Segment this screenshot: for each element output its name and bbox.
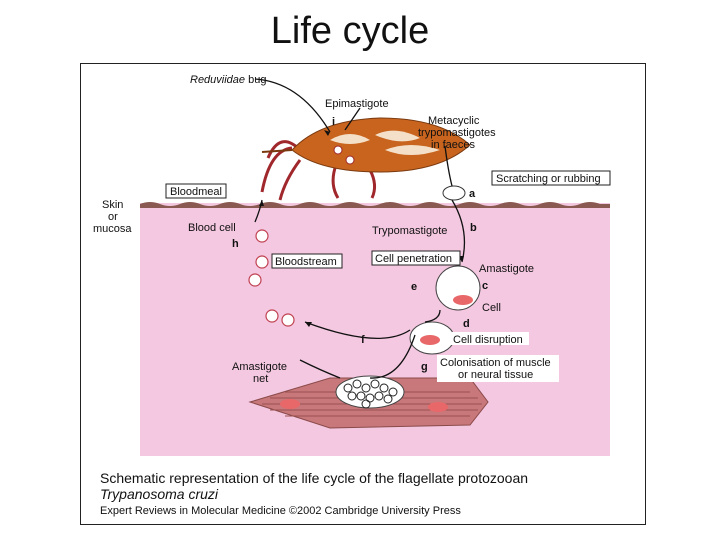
step-letter-f: f [361, 334, 365, 346]
amastigote-net [335, 375, 405, 409]
skin-label-2: or [108, 211, 118, 223]
caption-line-3: Expert Reviews in Molecular Medicine ©20… [100, 505, 461, 517]
step-letter-b: b [470, 222, 477, 234]
amastigote-net-label-1: Amastigote [232, 361, 287, 373]
cell-disruption-label: Cell disruption [453, 334, 523, 346]
blood-cell-label: Blood cell [188, 222, 236, 234]
host-cells [409, 265, 481, 355]
cell-label: Cell [482, 302, 501, 314]
caption-line-2: Trypanosoma cruzi [100, 486, 219, 502]
reduviidae-bug [260, 117, 471, 201]
slide-title: Life cycle [270, 10, 430, 52]
bloodmeal-label: Bloodmeal [170, 186, 222, 198]
step-letter-c: c [482, 280, 488, 292]
colonisation-label-1: Colonisation of muscle [440, 357, 551, 369]
faeces-drop [442, 185, 466, 201]
skin-label-3: mucosa [93, 223, 132, 235]
blood-cells [248, 229, 295, 327]
cell-disruption-box [451, 332, 529, 345]
scratching-box [491, 170, 611, 186]
amastigote-net-label-2: net [253, 373, 268, 385]
skin-surface [140, 202, 610, 208]
metacyclic-label-2: trypomastigotes [418, 127, 496, 139]
cell-penetration-box [371, 250, 461, 266]
bloodstream-label: Bloodstream [275, 256, 337, 268]
step-letter-d: d [463, 318, 470, 330]
skin-label-1: Skin [102, 199, 123, 211]
colonisation-box [437, 355, 559, 382]
metacyclic-label-3: in faeces [431, 139, 476, 151]
bloodmeal-box [165, 183, 227, 199]
colonisation-label-2: or neural tissue [458, 369, 533, 381]
reduviidae-label: Reduviidae bug [190, 74, 266, 86]
metacyclic-label-1: Metacyclic [428, 115, 480, 127]
step-letter-h: h [232, 238, 239, 250]
trypomastigote-label: Trypomastigote [372, 225, 447, 237]
step-letter-e: e [411, 281, 417, 293]
amastigote-label: Amastigote [479, 263, 534, 275]
step-letter-g: g [421, 361, 428, 373]
scratching-label: Scratching or rubbing [496, 173, 601, 185]
step-letter-a: a [469, 188, 476, 200]
cell-penetration-label: Cell penetration [375, 253, 452, 265]
caption-line-1: Schematic representation of the life cyc… [100, 470, 529, 486]
bloodstream-box [271, 253, 343, 269]
step-letter-i: i [332, 116, 335, 128]
epimastigote-label: Epimastigote [325, 98, 389, 110]
